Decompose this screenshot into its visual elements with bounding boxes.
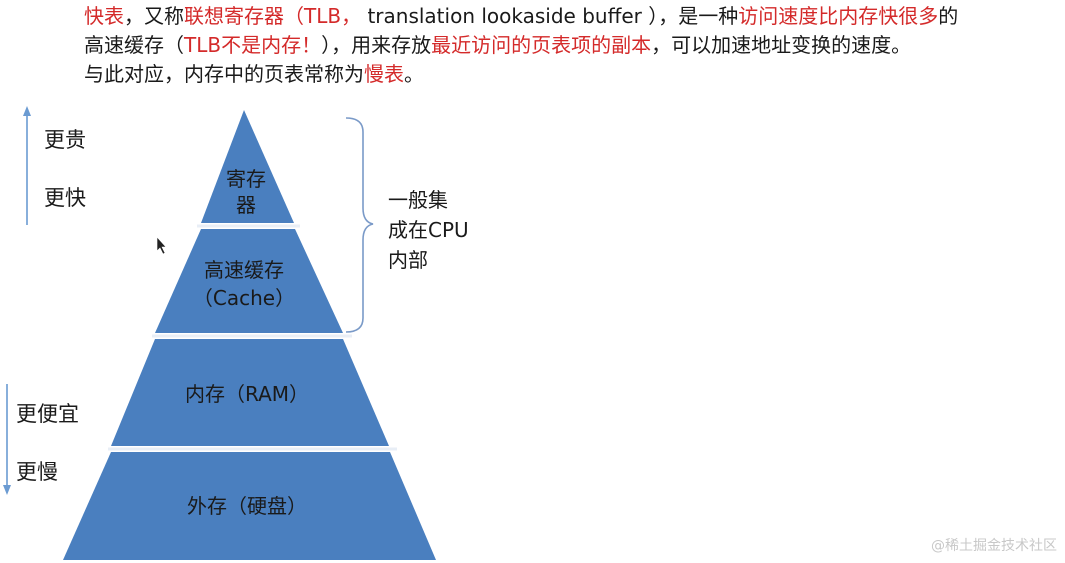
brace-annotation-line2: 成在CPU [388,218,469,242]
pyramid-layer-cache [155,229,343,333]
layer-label-register-line1: 寄存 [226,167,266,191]
intro-text: 快表，又称联想寄存器（TLB， translation lookaside bu… [84,2,1059,89]
brace-annotation-line3: 内部 [388,248,428,272]
body-text: ，可以加速地址变换的速度。 [651,33,912,57]
layer-label-cache-line2: （Cache） [192,286,296,310]
highlighted-text: 访问速度比内存快很多 [738,4,939,28]
highlighted-text: 快表 [84,4,124,28]
cursor-icon [156,236,167,255]
label-slower: 更慢 [16,460,58,484]
layer-label-cache: 高速缓存 （Cache） [170,256,318,312]
layer-label-cache-line1: 高速缓存 [204,258,284,282]
down-arrow-icon [3,384,11,495]
intro-line-3: 与此对应，内存中的页表常称为慢表。 [84,60,1059,89]
highlighted-text: 最近访问的页表项的副本 [431,33,652,57]
body-text: translation lookaside buffer ），是一种 [361,4,739,28]
body-text: ，又称 [124,4,184,28]
layer-label-ram: 内存（RAM） [184,382,310,406]
brace-annotation-line1: 一般集 [388,188,448,212]
highlighted-text: 慢表 [364,62,404,86]
label-more-expensive: 更贵 [44,128,86,152]
brace-annotation: 一般集 成在CPU 内部 [388,185,469,275]
label-cheaper: 更便宜 [16,402,79,426]
layer-label-register-line2: 器 [236,193,256,217]
body-text: 。 [404,62,424,86]
brace-icon [345,117,374,333]
up-arrow-icon [23,106,31,225]
label-faster: 更快 [44,186,86,210]
intro-line-2: 高速缓存（TLB不是内存！），用来存放最近访问的页表项的副本，可以加速地址变换的… [84,31,1059,60]
pyramid-layer-disk [63,452,436,560]
intro-line-1: 快表，又称联想寄存器（TLB， translation lookaside bu… [84,2,1059,31]
body-text: 的 [938,4,959,28]
watermark: @稀土掘金技术社区 [931,538,1057,554]
layer-label-disk: 外存（硬盘） [187,494,307,518]
highlighted-text: 联想寄存器（TLB， [184,4,362,28]
pyramid-layer-register [201,110,294,223]
highlighted-text: TLB不是内存！ [184,33,322,57]
body-text: 与此对应，内存中的页表常称为 [84,62,364,86]
layer-label-register: 寄存 器 [204,166,288,218]
body-text: 高速缓存（ [84,33,184,57]
body-text: ），用来存放 [321,33,432,57]
pyramid-layer-ram [111,339,389,446]
